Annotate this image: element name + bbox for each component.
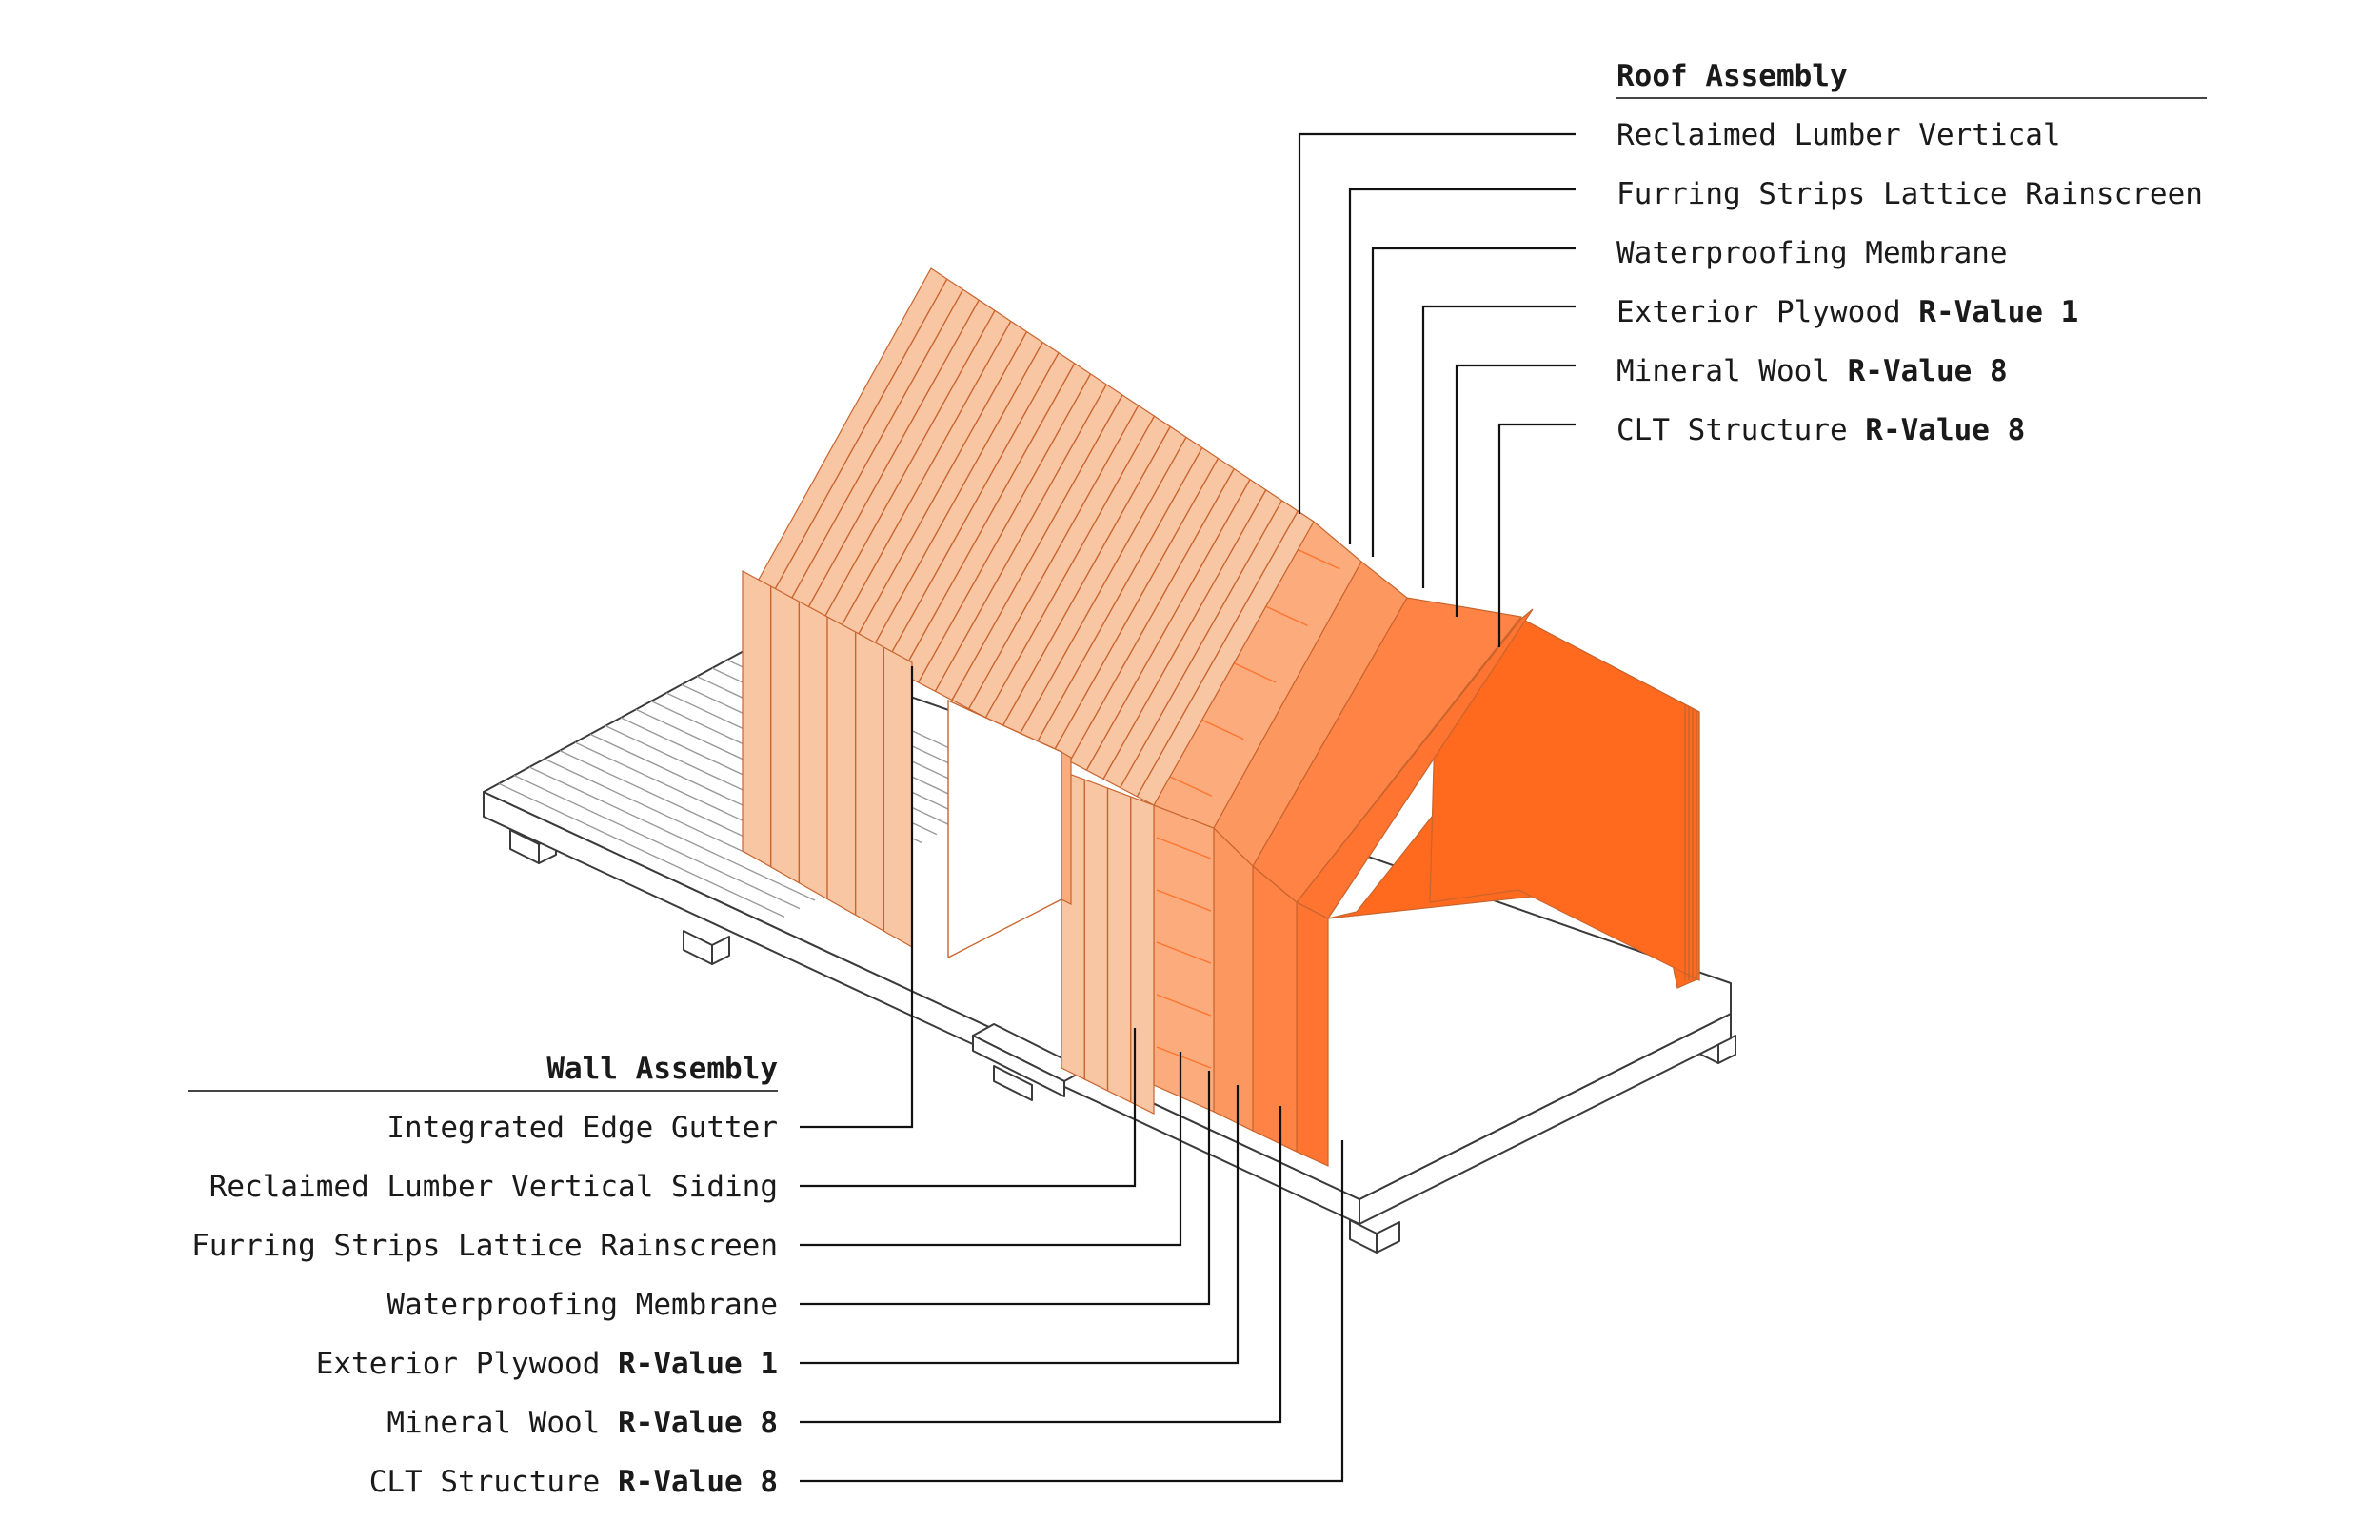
roof-assembly-title: Roof Assembly [1616, 59, 1848, 93]
roof-item-furring-strips: Furring Strips Lattice Rainscreen [1616, 177, 2203, 211]
roof-item-exterior-plywood: Exterior Plywood R-Value 1 [1616, 295, 2078, 329]
roof-item-waterproofing: Waterproofing Membrane [1616, 236, 2008, 270]
wall-item-clt-structure: CLT Structure R-Value 8 [369, 1465, 778, 1499]
roof-assembly-legend: Roof Assembly Reclaimed Lumber Vertical … [1616, 59, 2207, 447]
wall-item-waterproofing: Waterproofing Membrane [387, 1288, 778, 1322]
roof-item-mineral-wool: Mineral Wool R-Value 8 [1616, 354, 2008, 388]
exterior-plywood-wall [1252, 864, 1298, 1153]
wall-item-furring-strips: Furring Strips Lattice Rainscreen [191, 1229, 778, 1263]
cabin-assembly [742, 267, 1700, 1167]
door-right-jamb [1061, 750, 1072, 905]
wall-assembly-legend: Wall Assembly Integrated Edge Gutter Rec… [188, 1052, 778, 1499]
leader-lines [800, 132, 1576, 1483]
waterproofing-membrane-wall [1213, 826, 1254, 1132]
mineral-wool-layer [1296, 901, 1329, 1167]
mineral-wool-roof [1296, 608, 1534, 919]
wall-item-exterior-plywood: Exterior Plywood R-Value 1 [316, 1347, 778, 1381]
wall-item-reclaimed-lumber: Reclaimed Lumber Vertical Siding [209, 1170, 778, 1204]
wall-assembly-title: Wall Assembly [546, 1052, 778, 1086]
roof-item-clt-structure: CLT Structure R-Value 8 [1616, 413, 2025, 447]
wall-item-edge-gutter: Integrated Edge Gutter [387, 1111, 778, 1145]
wall-item-mineral-wool: Mineral Wool R-Value 8 [387, 1406, 778, 1440]
roof-item-reclaimed-lumber: Reclaimed Lumber Vertical [1616, 118, 2061, 152]
